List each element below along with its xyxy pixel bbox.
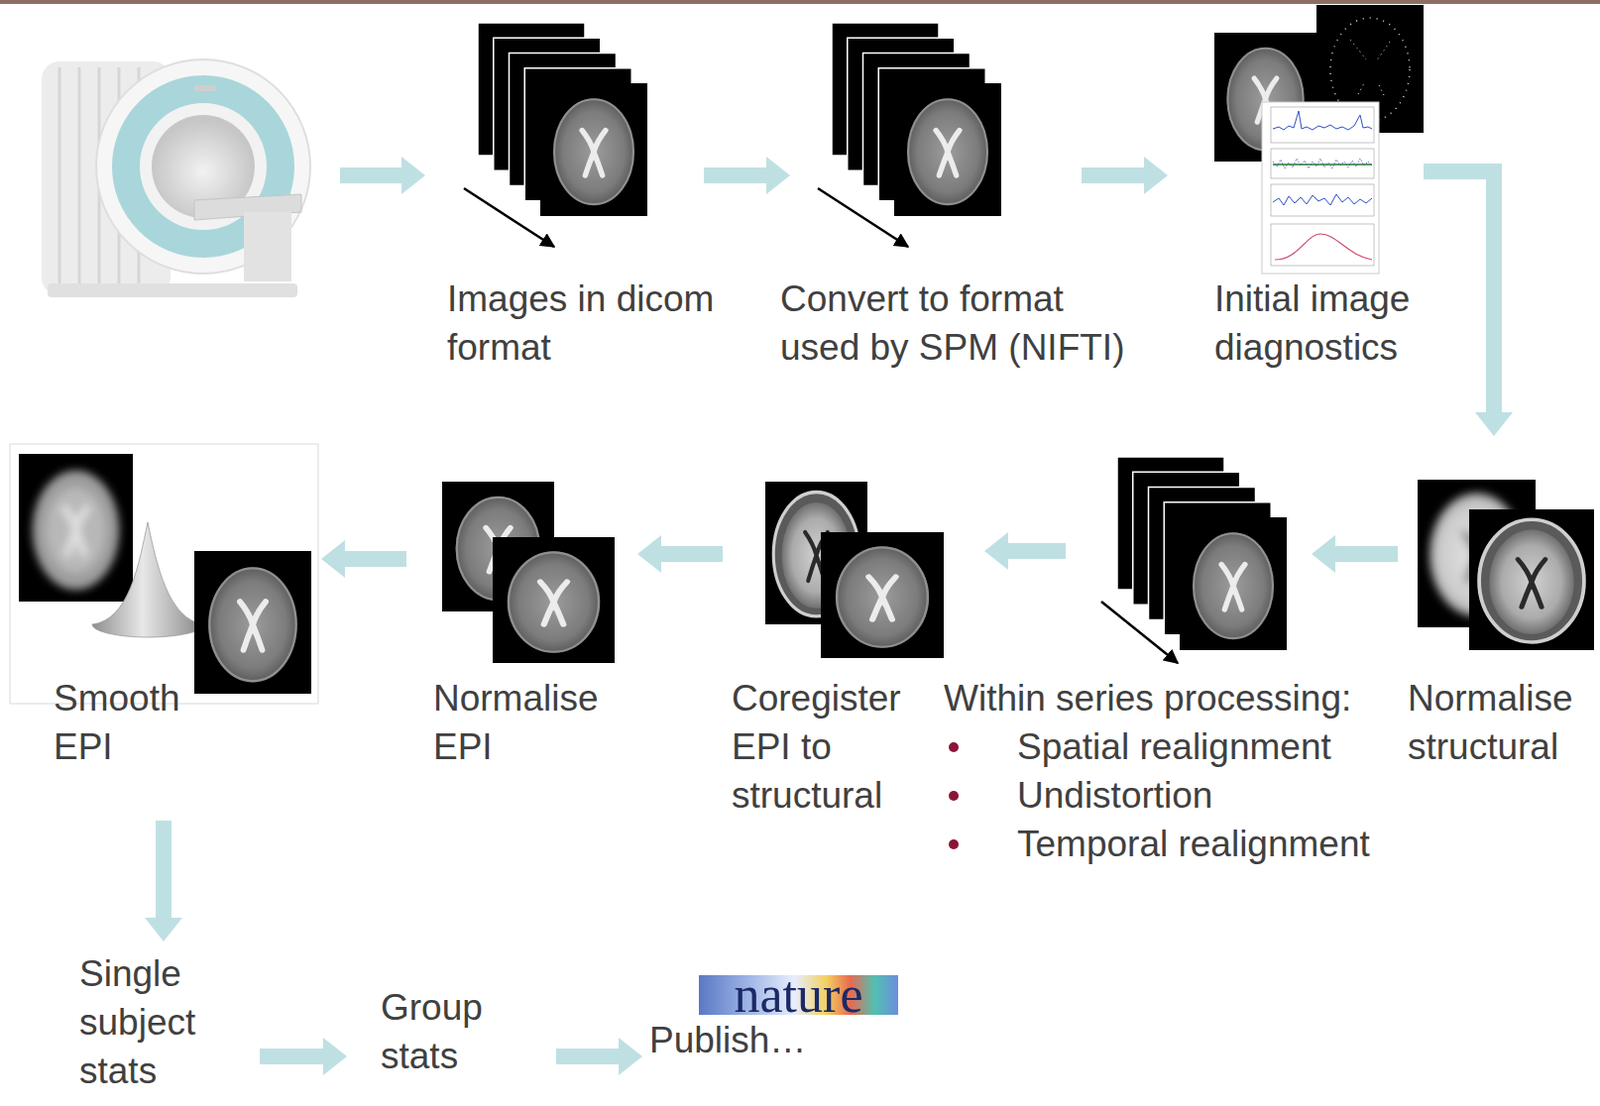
step-caption: Publish…	[649, 1016, 806, 1065]
diagnostics-figure	[1214, 4, 1424, 274]
process-step: Smooth EPI	[9, 444, 319, 776]
arrow-shaft	[1006, 543, 1066, 560]
arrow-shaft	[1333, 546, 1398, 563]
process-step: Publish…	[649, 1016, 806, 1065]
caption: Normalise EPI	[433, 674, 612, 772]
flow-arrow	[556, 1037, 643, 1076]
flow-arrow	[144, 820, 183, 942]
flow-arrow	[1311, 535, 1398, 573]
step-caption: Group stats	[380, 983, 495, 1081]
caption: Normalise structural	[1407, 674, 1587, 772]
image-stack	[831, 22, 1002, 217]
arrow-shaft	[659, 546, 723, 563]
bullet-text: Undistortion	[1017, 775, 1213, 816]
flow-arrow	[1081, 156, 1168, 195]
arrow-shaft	[703, 167, 769, 184]
flow-arrow	[703, 156, 791, 195]
process-step: Normalise EPI	[442, 481, 615, 664]
mri-scanner	[41, 59, 311, 298]
arrow-shaft	[342, 551, 407, 568]
normalise-structural-figure	[1417, 479, 1595, 651]
coregister-figure	[765, 481, 944, 659]
caption: Initial image diagnostics	[1214, 274, 1428, 372]
series-arrow	[817, 188, 909, 247]
flow-arrow	[637, 535, 723, 573]
arrow-head	[144, 917, 183, 942]
caption: Group stats	[380, 983, 495, 1081]
process-step: Convert to format used by SPM (NIFTI)	[831, 22, 1006, 217]
arrow-head	[618, 1037, 643, 1076]
bullet-dot	[948, 791, 959, 801]
smooth-figure	[9, 444, 319, 704]
bullet-dot	[948, 742, 959, 753]
bullet-dot	[948, 839, 959, 850]
caption: Single subject stats	[79, 949, 204, 1096]
process-step: Initial image diagnostics	[1214, 4, 1424, 274]
arrow-shaft	[259, 1048, 326, 1065]
image-stack	[477, 22, 648, 217]
caption: Smooth EPI	[53, 674, 193, 772]
image-stack	[1117, 457, 1287, 651]
step-caption: Images in dicom format	[447, 274, 730, 372]
caption: Publish…	[649, 1016, 806, 1065]
process-step: Normalise structural	[1417, 479, 1595, 651]
bullet-item: Undistortion	[943, 771, 1371, 820]
process-step: Within series processing:Spatial realign…	[1117, 457, 1287, 651]
arrow-head	[321, 540, 345, 578]
arrow-head	[1475, 412, 1513, 437]
arrow-head	[323, 1037, 347, 1076]
flow-arrow-decoration	[340, 156, 426, 195]
step-caption: Convert to format used by SPM (NIFTI)	[780, 274, 1138, 372]
step-caption: Initial image diagnostics	[1214, 274, 1428, 372]
arrow-shaft	[556, 1048, 621, 1065]
journal-logo: nature	[698, 975, 899, 1016]
arrow-head	[1143, 156, 1168, 195]
arrow-head	[766, 156, 791, 195]
arrow-head	[984, 532, 1009, 571]
normalise-epi-figure	[442, 481, 615, 664]
process-step: Single subject stats	[79, 949, 204, 1096]
flow-arrow	[321, 540, 407, 578]
caption: Coregister EPI to structural	[731, 674, 911, 820]
caption: Images in dicom format	[447, 274, 730, 372]
bullet-item: Temporal realignment	[943, 819, 1371, 869]
arrow-shaft	[155, 820, 172, 920]
arrow-head	[637, 535, 662, 573]
caption: Within series processing:Spatial realign…	[943, 674, 1371, 869]
flow-arrow	[984, 532, 1066, 571]
series-arrow	[1101, 601, 1178, 664]
top-rule	[0, 0, 1600, 4]
caption: Convert to format used by SPM (NIFTI)	[780, 274, 1138, 372]
step-caption: Single subject stats	[79, 949, 204, 1096]
process-step: Group stats	[380, 983, 495, 1081]
step-caption: Coregister EPI to structural	[731, 674, 911, 820]
series-arrow	[463, 188, 555, 247]
step-caption: Normalise EPI	[433, 674, 612, 772]
process-step: Coregister EPI to structural	[765, 481, 944, 659]
arrow-shaft	[1081, 167, 1146, 184]
step-caption: Smooth EPI	[53, 674, 193, 772]
process-step: Images in dicom format	[477, 22, 648, 217]
flow-arrow	[1423, 171, 1513, 437]
flow-arrow	[259, 1037, 347, 1076]
step-caption: Normalise structural	[1407, 674, 1587, 772]
list-heading: Within series processing:	[943, 674, 1371, 723]
arrow-head	[1311, 535, 1336, 573]
arrow-shaft	[1423, 171, 1494, 415]
bullet-text: Spatial realignment	[1017, 726, 1332, 768]
bullet-item: Spatial realignment	[943, 722, 1371, 772]
bullet-text: Temporal realignment	[1017, 823, 1371, 865]
